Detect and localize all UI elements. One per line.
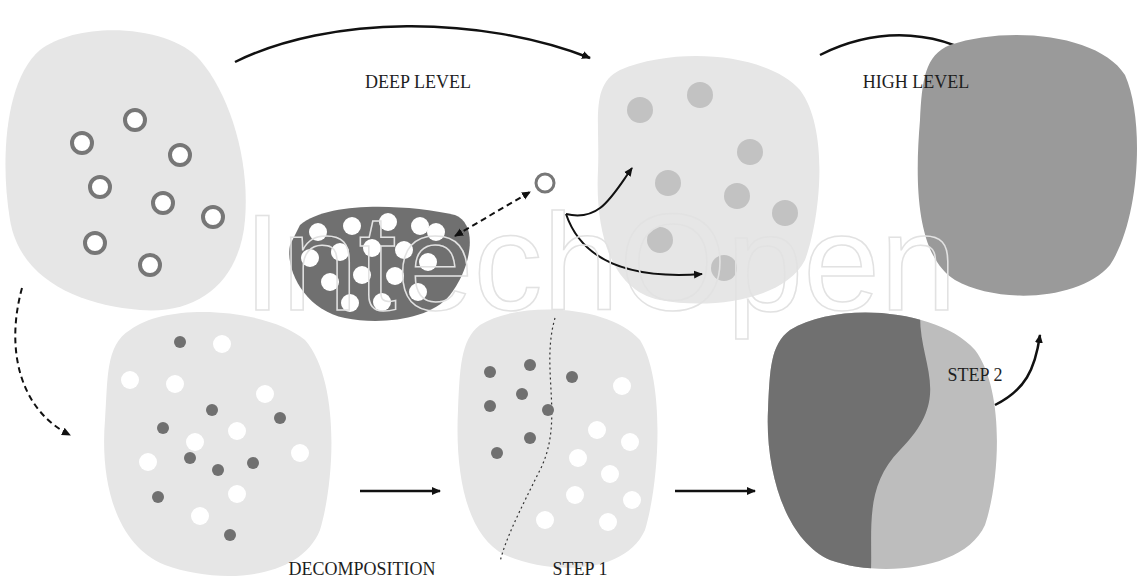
step-label: STEP 1	[553, 559, 608, 580]
step-label: DEEP LEVEL	[365, 72, 471, 93]
step-label: HIGH LEVEL	[863, 72, 969, 93]
step-label: STEP 2	[948, 365, 1003, 386]
step-label: DECOMPOSITION	[288, 559, 435, 580]
watermark: IntechOpen	[243, 183, 957, 342]
